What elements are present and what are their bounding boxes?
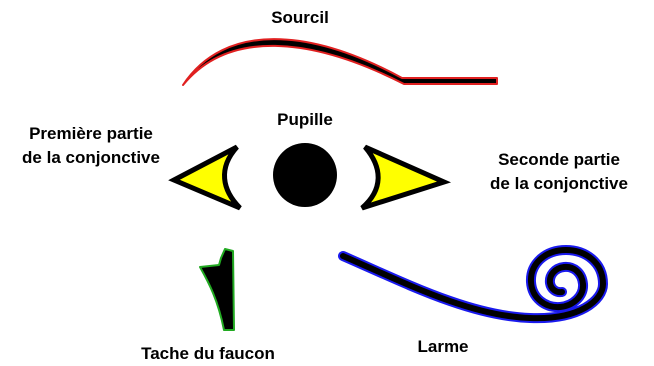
label-eyebrow: Sourcil <box>250 6 350 30</box>
label-second-conjunctiva: Seconde partie de la conjonctive <box>474 148 644 196</box>
first-conjunctiva-shape <box>174 147 240 208</box>
label-first-conjunctiva-line2: de la conjonctive <box>6 146 176 170</box>
second-conjunctiva-shape <box>362 147 444 208</box>
label-second-conjunctiva-line2: de la conjonctive <box>474 172 644 196</box>
label-pupil: Pupille <box>255 108 355 132</box>
label-falcon-mark: Tache du faucon <box>118 342 298 366</box>
label-first-conjunctiva: Première partie de la conjonctive <box>6 122 176 170</box>
tear-shape-core <box>343 250 603 318</box>
label-first-conjunctiva-line1: Première partie <box>6 122 176 146</box>
label-tear: Larme <box>408 335 478 359</box>
falcon-mark-shape <box>200 249 234 330</box>
eyebrow-shape <box>183 39 497 85</box>
pupil-shape <box>273 143 337 207</box>
label-second-conjunctiva-line1: Seconde partie <box>474 148 644 172</box>
